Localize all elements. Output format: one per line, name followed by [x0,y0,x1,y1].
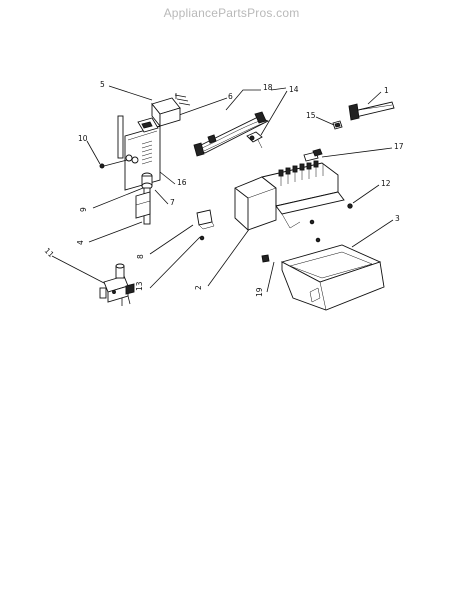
screw-part [347,203,353,209]
union-part [141,172,153,190]
leader-7 [154,189,169,205]
callout-6: 6 [228,92,233,101]
leader-5 [108,85,153,101]
callout-18: 18 [263,83,273,92]
watermark-text: AppliancePartsPros.com [163,6,300,20]
callout-9: 9 [79,207,88,212]
valve-coil-part [151,93,191,128]
callout-16: 16 [177,178,187,187]
leader-11 [51,255,105,284]
leader-18 [225,89,261,111]
leader-12 [352,184,380,204]
leader-18b [270,87,287,91]
leader-15 [315,116,335,126]
inlet-tube-part [135,187,151,225]
callout-13: 13 [135,281,144,291]
clip-part [332,120,343,130]
leader-1 [367,91,382,105]
leader-4 [88,221,143,243]
fill-tube-part [348,101,395,121]
ice-maker-assembly-part [234,160,345,243]
callout-10: 10 [78,134,88,143]
callout-3: 3 [395,214,400,223]
callout-17: 17 [394,142,404,151]
clip-19-part [261,254,270,263]
callout-19: 19 [255,287,264,297]
callout-15: 15 [306,111,316,120]
leader-9 [92,187,144,209]
bracket-screw-part [199,235,205,241]
callout-7: 7 [170,198,175,207]
wire-harness-part [193,111,270,157]
leader-19 [266,261,275,293]
leader-14 [260,90,288,136]
thermostat-part [246,131,263,149]
leader-3 [351,219,394,248]
callout-8: 8 [136,254,145,259]
leader-13 [149,236,201,289]
water-inlet-valve-part [99,263,135,306]
leader-2 [207,227,251,287]
callout-1: 1 [384,86,389,95]
leader-8 [149,224,194,255]
leader-lines [51,85,394,293]
bracket-part [196,209,215,230]
ice-bin-part [280,244,385,311]
callout-4: 4 [76,240,85,245]
callout-5: 5 [100,80,105,89]
callout-12: 12 [381,179,391,188]
callout-2: 2 [194,285,203,290]
heater-terminal-part [303,148,323,162]
leader-17 [321,147,393,158]
leader-10 [86,140,101,165]
callout-14: 14 [289,85,299,94]
